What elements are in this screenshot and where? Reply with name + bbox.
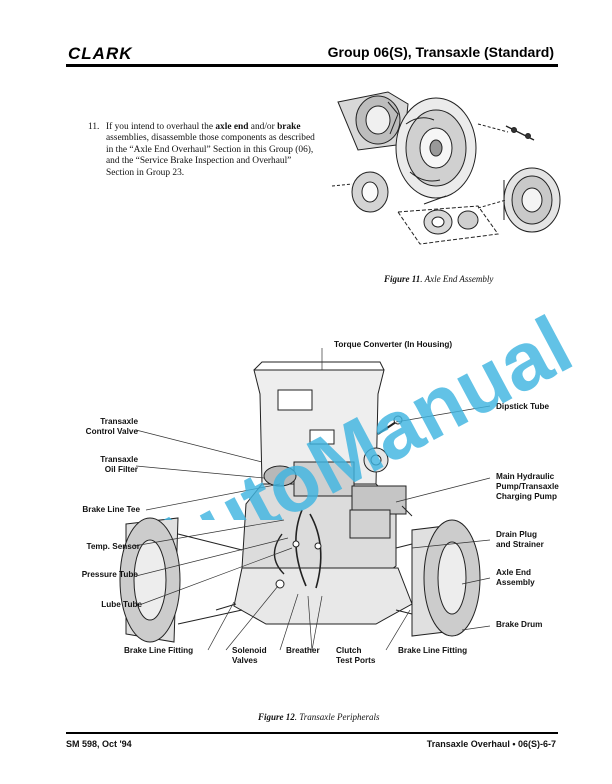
callout-torque-converter: Torque Converter (In Housing) — [334, 340, 453, 349]
callout-oil-filter-line2: Oil Filter — [104, 465, 138, 474]
callout-transaxle-control-valve-line1: Transaxle — [100, 417, 138, 426]
step-text-c: assemblies, disassemble those components… — [106, 133, 315, 178]
figure-12-label: Figure 12 — [258, 712, 295, 722]
callout-oil-filter-line1: Transaxle — [100, 455, 138, 464]
callout-solenoid-line1: Solenoid — [232, 646, 267, 655]
step-text: If you intend to overhaul the axle end a… — [106, 122, 320, 179]
callout-drain-plug-line1: Drain Plug — [496, 530, 537, 539]
figure-11-label: Figure 11 — [384, 274, 421, 284]
step-bold-brake: brake — [277, 122, 301, 132]
group-title: Group 06(S), Transaxle (Standard) — [327, 44, 554, 60]
figure-12-caption: Figure 12. Transaxle Peripherals — [258, 712, 380, 722]
step-number: 11. — [88, 122, 100, 132]
callout-main-hydraulic-line1: Main Hydraulic — [496, 472, 555, 481]
callout-pressure-tube: Pressure Tube — [81, 570, 138, 579]
callout-lube-tube: Lube Tube — [101, 600, 142, 609]
callout-clutch-line2: Test Ports — [336, 656, 376, 665]
step-11: 11. If you intend to overhaul the axle e… — [88, 122, 320, 179]
figure-12-caption-text: . Transaxle Peripherals — [294, 712, 380, 722]
callout-dipstick-tube: Dipstick Tube — [496, 402, 550, 411]
step-text-b: and/or — [248, 122, 278, 132]
footer-rule — [66, 732, 558, 734]
callout-brake-line-fitting-left: Brake Line Fitting — [124, 646, 194, 655]
step-bold-axle-end: axle end — [215, 122, 249, 132]
clark-logo: CLARK — [68, 44, 133, 63]
callout-transaxle-control-valve-line2: Control Valve — [85, 427, 138, 436]
figure-12-transaxle-illustration — [119, 348, 491, 651]
callout-main-hydraulic-line2: Pump/Transaxle — [496, 482, 559, 491]
figure-11-caption: Figure 11. Axle End Assembly — [384, 274, 493, 284]
footer-page-ref: Transaxle Overhaul • 06(S)-6-7 — [426, 739, 556, 749]
callout-axle-end-line2: Assembly — [496, 578, 535, 587]
callout-temp-sensor: Temp. Sensor — [86, 542, 140, 551]
callout-breather: Breather — [286, 646, 320, 655]
callout-brake-drum: Brake Drum — [496, 620, 543, 629]
callout-clutch-line1: Clutch — [336, 646, 362, 655]
figure-11-caption-text: . Axle End Assembly — [420, 274, 494, 284]
callout-main-hydraulic-line3: Charging Pump — [496, 492, 557, 501]
header-rule — [66, 64, 558, 67]
callout-solenoid-line2: Valves — [232, 656, 258, 665]
callout-axle-end-line1: Axle End — [496, 568, 532, 577]
callout-brake-line-tee: Brake Line Tee — [82, 505, 140, 514]
callout-brake-line-fitting-right: Brake Line Fitting — [398, 646, 468, 655]
footer-manual-ref: SM 598, Oct '94 — [66, 739, 132, 749]
figure-11-axle-end-illustration — [331, 91, 561, 245]
callout-drain-plug-line2: and Strainer — [496, 540, 544, 549]
step-text-a: If you intend to overhaul the — [106, 122, 216, 132]
